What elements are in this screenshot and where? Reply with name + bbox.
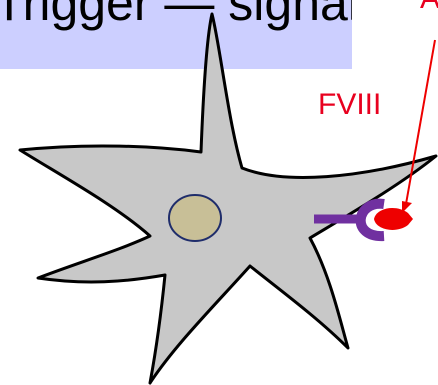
ligand-fviii — [374, 208, 413, 230]
fviii-label: FVIII — [318, 88, 381, 122]
cell-body — [20, 14, 436, 383]
pointer-arrow-line — [406, 40, 435, 204]
nucleus — [169, 195, 221, 241]
top-right-fragment-label: A — [420, 0, 438, 16]
pointer-arrow-head — [402, 201, 412, 213]
